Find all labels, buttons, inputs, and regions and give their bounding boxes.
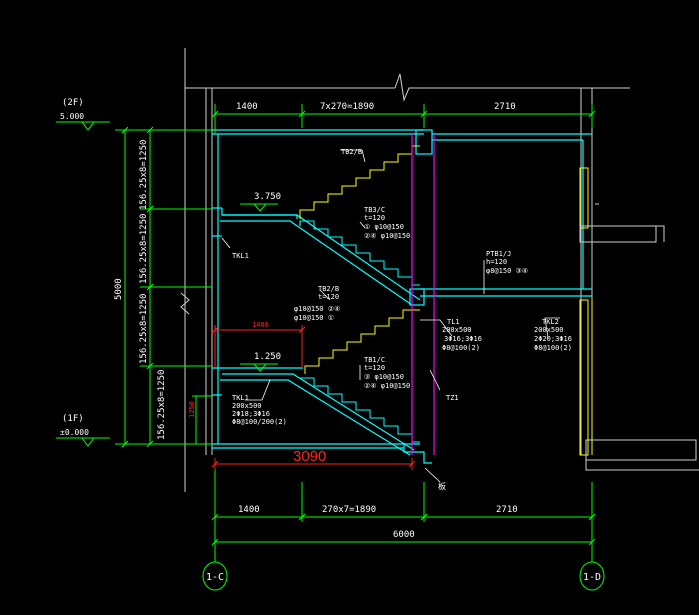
dim-top-2: 7x270=1890 — [320, 102, 374, 112]
landing-lower-elev: 1.250 — [254, 352, 281, 362]
label-tb3-c-r1: ① φ10@150 — [364, 223, 404, 231]
stair-soffit-steps — [300, 220, 420, 443]
landing-upper-elev: 3.750 — [254, 192, 281, 202]
leader-lines — [221, 149, 560, 483]
stair-treads — [299, 145, 593, 456]
label-tb3-c-r2: ②④ φ10@150 — [364, 232, 410, 240]
dim-top-3: 2710 — [494, 102, 516, 112]
label-tkl1-size: 200x500 — [232, 402, 262, 410]
label-slab: 板 — [438, 481, 446, 491]
axis-bubble-left — [202, 561, 228, 591]
walls — [180, 48, 630, 492]
label-tkl2-r1: 2Φ20;3Φ16 — [534, 335, 572, 343]
dim-top-1: 1400 — [236, 102, 258, 112]
level-2f-elev: 5.000 — [60, 112, 84, 121]
dim-left-riser-3: 156.25x8=1250 — [139, 294, 149, 364]
dim-bottom-1: 1400 — [238, 505, 260, 515]
highlight-span-value: 3090 — [293, 448, 326, 465]
label-tb1-c: TB1/C — [364, 356, 385, 364]
label-ptb1-j-r: φ8@150 ③④ — [486, 267, 528, 275]
label-tb2-b-lower-r2: φ10@150 ① — [294, 314, 334, 322]
dim-bottom-total: 6000 — [393, 530, 415, 540]
label-tz1: TZ1 — [446, 394, 459, 402]
label-tb2-b-lower-t: t=120 — [318, 293, 339, 301]
axis-bubbles — [202, 545, 605, 591]
label-tb2-b-lower-r1: φ10@150 ②④ — [294, 305, 340, 313]
level-1f-label: (1F) — [62, 414, 84, 424]
dim-bottom-3: 2710 — [496, 505, 518, 515]
highlight-dimension — [211, 325, 416, 470]
label-tb3-c-t: t=120 — [364, 214, 385, 222]
label-tb1-c-t: t=120 — [364, 364, 385, 372]
level-1f-elev: ±0.000 — [60, 428, 89, 437]
label-tb2-b: TB2/B — [341, 148, 362, 156]
label-tkl2-size: 200x500 — [534, 326, 564, 334]
label-tl1-r2: Φ8@100(2) — [442, 344, 480, 352]
structure-lines — [212, 129, 592, 464]
label-tkl1-r2: Φ8@100/200(2) — [232, 418, 287, 426]
axis-label-right: 1-D — [583, 572, 601, 583]
level-2f-label: (2F) — [62, 98, 84, 108]
dim-left-riser-2: 156.25x8=1250 — [139, 214, 149, 284]
label-tb3-c: TB3/C — [364, 206, 385, 214]
columns — [411, 134, 435, 455]
label-tb1-c-r1: ③ φ10@150 — [364, 373, 404, 381]
highlight-landing-width: 1400 — [252, 321, 269, 329]
label-tb1-c-r2: ②④ φ10@150 — [364, 382, 410, 390]
label-tkl1-beam: TKL1 — [232, 394, 249, 402]
right-detail — [579, 203, 699, 471]
dimension-lines — [56, 104, 596, 560]
label-tkl1-left: TKL1 — [232, 252, 249, 260]
axis-label-left: 1-C — [206, 572, 224, 583]
label-tb2-b-lower: TB2/B — [318, 285, 339, 293]
dim-left-small: 1250 — [188, 401, 196, 418]
label-tl1-r1: 3Φ16;3Φ16 — [444, 335, 482, 343]
dim-left-riser-4: 156.25x8=1250 — [157, 370, 167, 440]
label-ptb1-j: PTB1/J — [486, 250, 511, 258]
label-tkl1-r1: 2Φ18;3Φ16 — [232, 410, 270, 418]
label-tl1-size: 200x500 — [442, 326, 472, 334]
label-ptb1-j-t: h=120 — [486, 258, 507, 266]
label-tkl2: TKL2 — [542, 318, 559, 326]
label-tl1: TL1 — [447, 318, 460, 326]
dim-bottom-2: 270x7=1890 — [322, 505, 376, 515]
dim-left-total: 5000 — [114, 278, 124, 300]
dim-left-riser-1: 156.25x8=1250 — [139, 140, 149, 210]
label-tkl2-r2: Φ8@100(2) — [534, 344, 572, 352]
axis-bubble-right — [579, 561, 605, 591]
